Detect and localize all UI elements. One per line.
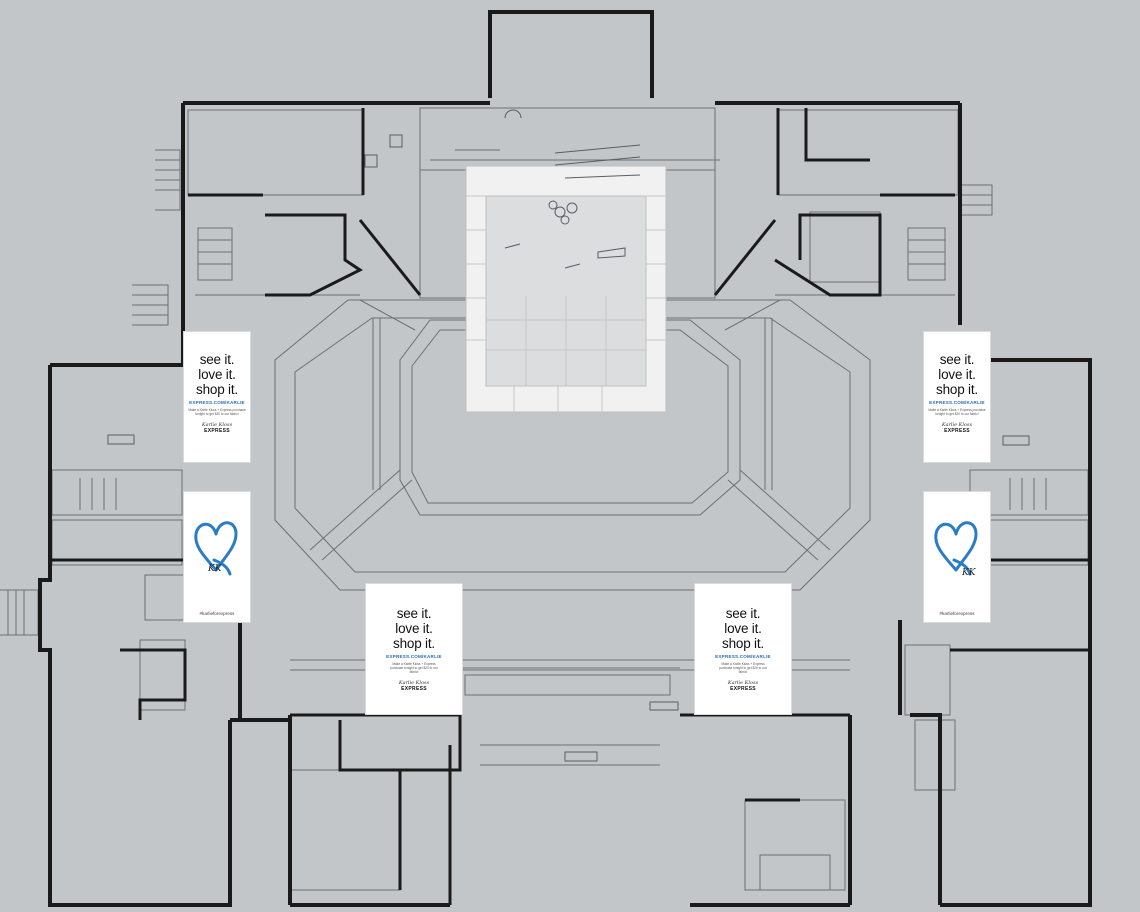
- banner-line-3: shop it.: [722, 636, 764, 651]
- promo-banner-bottom-left: see it. love it. shop it. EXPRESS.COM/KA…: [366, 584, 462, 714]
- banner-brand: EXPRESS: [204, 428, 230, 434]
- furniture: [107, 109, 1030, 762]
- heart-hashtag: #karlieforexpress: [199, 611, 235, 616]
- banner-line-3: shop it.: [936, 382, 978, 397]
- banner-brand: EXPRESS: [401, 686, 427, 692]
- heart-initials: KK: [208, 564, 222, 574]
- banner-line-2: love it.: [395, 621, 433, 636]
- banner-line-1: see it.: [725, 606, 761, 621]
- banner-line-1: see it.: [199, 352, 235, 367]
- banner-line-2: love it.: [724, 621, 762, 636]
- banner-line-2: love it.: [198, 367, 236, 382]
- heart-initials: KK: [962, 568, 976, 578]
- banner-fine-print: Make a Karlie Kloss + Express purchase t…: [390, 662, 438, 674]
- heart-icon: [934, 521, 978, 576]
- banner-signature: Karlie Kloss: [201, 422, 233, 428]
- banner-signature: Karlie Kloss: [727, 680, 759, 686]
- heart-banner-left: KK #karlieforexpress: [184, 492, 250, 622]
- runway-stage: [465, 165, 667, 413]
- banner-fine-print: Make a Karlie Kloss + Express purchase t…: [719, 662, 767, 674]
- banner-brand: EXPRESS: [730, 686, 756, 692]
- heart-banner-right: KK #karlieforexpress: [924, 492, 990, 622]
- banner-url: EXPRESS.COM/KARLIE: [189, 400, 245, 405]
- banner-line-1: see it.: [939, 352, 975, 367]
- main-interior-walls: [52, 108, 1088, 905]
- banner-brand: EXPRESS: [944, 428, 970, 434]
- banner-fine-print: Make a Karlie Kloss + Express purchase t…: [928, 408, 986, 416]
- banner-line-2: love it.: [938, 367, 976, 382]
- exterior-walls: [38, 10, 1092, 907]
- banner-url: EXPRESS.COM/KARLIE: [929, 400, 985, 405]
- heart-icon: [194, 521, 238, 576]
- banner-url: EXPRESS.COM/KARLIE: [715, 654, 771, 659]
- banner-fine-print: Make a Karlie Kloss + Express purchase t…: [188, 408, 246, 416]
- banner-signature: Karlie Kloss: [398, 680, 430, 686]
- promo-banner-left-top: see it. love it. shop it. EXPRESS.COM/KA…: [184, 332, 250, 462]
- heart-hashtag: #karlieforexpress: [939, 611, 975, 616]
- banner-url: EXPRESS.COM/KARLIE: [386, 654, 442, 659]
- banner-signature: Karlie Kloss: [941, 422, 973, 428]
- banner-line-3: shop it.: [196, 382, 238, 397]
- promo-banner-bottom-right: see it. love it. shop it. EXPRESS.COM/KA…: [695, 584, 791, 714]
- promo-banner-right-top: see it. love it. shop it. EXPRESS.COM/KA…: [924, 332, 990, 462]
- banner-line-3: shop it.: [393, 636, 435, 651]
- banner-line-1: see it.: [396, 606, 432, 621]
